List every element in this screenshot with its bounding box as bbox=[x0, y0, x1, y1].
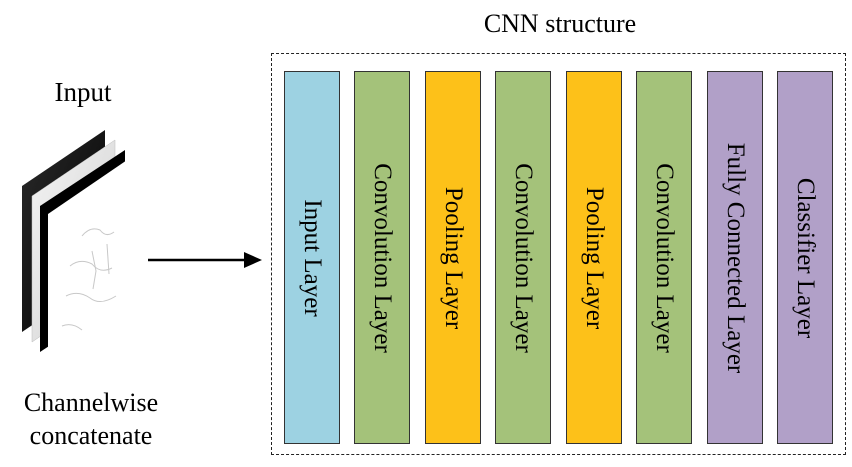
cnn-layer-8: Classifier Layer bbox=[777, 71, 833, 444]
cnn-layer-label: Convolution Layer bbox=[651, 162, 678, 353]
input-title: Input bbox=[54, 77, 112, 107]
cnn-layer-3: Pooling Layer bbox=[425, 71, 481, 444]
input-caption-line-1: Channelwise bbox=[23, 388, 159, 417]
cnn-layer-4: Convolution Layer bbox=[495, 71, 551, 444]
cnn-structure-title: CNN structure bbox=[483, 9, 637, 38]
cnn-structure-container bbox=[271, 53, 846, 455]
cnn-layer-2: Convolution Layer bbox=[354, 71, 410, 444]
cnn-layer-label: Convolution Layer bbox=[369, 162, 396, 353]
cnn-layer-1: Input Layer bbox=[284, 71, 340, 444]
cnn-layer-5: Pooling Layer bbox=[566, 71, 622, 444]
right-arrow-icon bbox=[148, 252, 262, 268]
input-caption: Channelwise concatenate bbox=[8, 386, 174, 452]
cnn-layer-label: Input Layer bbox=[299, 198, 326, 317]
cnn-layer-label: Pooling Layer bbox=[581, 186, 608, 329]
cnn-layer-7: Fully Connected Layer bbox=[707, 71, 763, 444]
input-caption-line-2: concatenate bbox=[29, 421, 153, 450]
cnn-layer-label: Fully Connected Layer bbox=[722, 142, 749, 373]
cnn-layer-label: Classifier Layer bbox=[792, 177, 819, 338]
cnn-layer-6: Convolution Layer bbox=[636, 71, 692, 444]
cnn-layer-label: Pooling Layer bbox=[440, 186, 467, 329]
cnn-layer-label: Convolution Layer bbox=[510, 162, 537, 353]
stacked-image-channels-icon bbox=[22, 130, 130, 356]
